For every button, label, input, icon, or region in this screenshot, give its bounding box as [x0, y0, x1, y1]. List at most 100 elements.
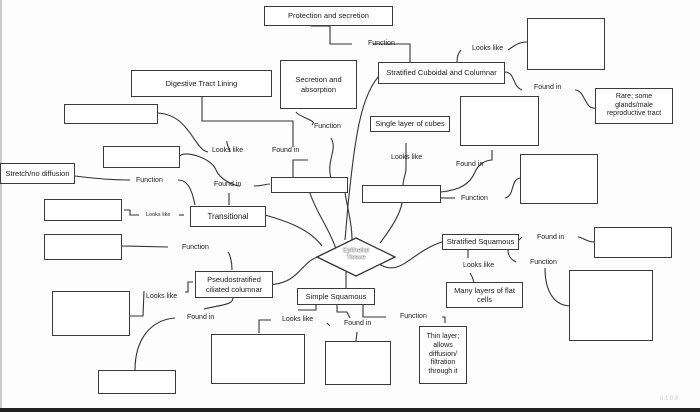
label-found-in: Found in	[214, 181, 242, 188]
label-found-in: Found in	[537, 234, 565, 241]
node-text: Pseudostratified ciliated columnar	[205, 275, 263, 294]
center-diamond-shape	[316, 237, 396, 277]
node-text: Thin layer; allows diffusion/ filtration…	[426, 333, 460, 376]
blank-box-found-in-simple-cuboidal[interactable]	[460, 96, 539, 146]
connector	[309, 192, 337, 250]
connector	[201, 97, 294, 147]
node-text: Stretch/no diffusion	[5, 168, 70, 178]
node-text: Protection and secretion	[288, 11, 369, 21]
label-function: Function	[530, 259, 557, 266]
connector	[442, 316, 446, 323]
watermark: 0.1.0.0	[660, 396, 679, 402]
connector	[311, 25, 352, 45]
connector	[185, 281, 193, 293]
connector	[577, 236, 595, 243]
connector	[469, 272, 475, 284]
label-found-in: Found in	[344, 320, 372, 327]
connector	[336, 305, 351, 319]
blank-box-looks-like-stratified-cuboidal[interactable]	[527, 18, 605, 70]
label-function: Function	[136, 177, 163, 184]
connector	[329, 137, 334, 179]
connector	[344, 71, 384, 241]
node-stratified-cuboidal-columnar: Stratified Cuboidal and Columnar	[378, 62, 505, 84]
blank-box-looks-like-pseudostratified[interactable]	[52, 291, 130, 336]
connector	[574, 89, 596, 109]
node-pseudostratified: Pseudostratified ciliated columnar	[195, 271, 273, 298]
node-text: Secretion and absorption	[295, 75, 342, 94]
connector	[373, 43, 411, 62]
connector	[402, 143, 407, 187]
connector	[177, 179, 196, 206]
node-digestive-tract-lining: Digestive Tract Lining	[131, 70, 272, 97]
connector	[74, 175, 131, 181]
blank-box-function-pseudostratified[interactable]	[44, 234, 122, 260]
connector	[264, 256, 319, 286]
connector	[226, 140, 231, 153]
blank-box-found-in-stratified-squamous[interactable]	[594, 227, 672, 258]
center-title-line1: Epithelial	[342, 247, 370, 254]
blank-box-simple-columnar-name[interactable]	[271, 177, 348, 193]
node-many-layers-flat-cells: Many layers of flat cells	[446, 282, 523, 308]
connector	[121, 245, 169, 248]
bottom-border	[0, 408, 700, 412]
node-text: Simple Squamous	[305, 291, 367, 301]
node-text: Stratified Cuboidal and Columnar	[386, 68, 497, 78]
node-thin-layer: Thin layer; allows diffusion/ filtration…	[419, 326, 467, 384]
connector	[298, 305, 317, 311]
blank-box-found-in-pseudostratified[interactable]	[98, 370, 176, 394]
node-text: Stratified Squamous	[446, 237, 515, 247]
blank-box-simple-cuboidal-name[interactable]	[362, 185, 441, 203]
label-found-in: Found in	[187, 314, 215, 321]
label-function: Function	[314, 123, 341, 130]
connector	[507, 249, 517, 263]
connector	[295, 111, 314, 126]
connector	[544, 267, 571, 307]
blank-box-looks-like-simple-columnar[interactable]	[64, 104, 158, 124]
label-function: Function	[400, 313, 427, 320]
node-text: Many layers of flat cells	[454, 285, 515, 304]
label-looks-like: Looks like	[212, 147, 244, 154]
connector	[124, 209, 139, 216]
connector	[362, 305, 386, 318]
node-stratified-squamous: Stratified Squamous	[442, 234, 519, 250]
connector	[326, 322, 331, 327]
connector	[375, 241, 443, 269]
blank-box-transitional-looks-like[interactable]	[44, 199, 122, 221]
connector	[203, 297, 234, 310]
connector	[179, 153, 241, 187]
connector	[258, 319, 271, 333]
node-stretch-no-diffusion: Stretch/no diffusion	[0, 163, 75, 184]
label-looks-like: Looks like	[391, 154, 423, 161]
node-secretion-absorption: Secretion and absorption	[280, 60, 357, 109]
label-found-in: Found in	[534, 84, 562, 91]
center-title-line2: Tissue	[346, 254, 366, 262]
connector	[227, 251, 233, 271]
label-function: Function	[368, 40, 395, 47]
node-transitional: Transitional	[190, 206, 266, 227]
label-function: Function	[182, 244, 209, 251]
connector	[130, 290, 145, 317]
label-looks-like: Looks like	[146, 212, 171, 218]
page-edge	[0, 0, 2, 412]
connector	[157, 112, 209, 153]
connector	[344, 192, 353, 241]
connector	[264, 214, 323, 247]
blank-box-function-simple-cuboidal[interactable]	[520, 154, 598, 204]
blank-box-looks-like-transitional[interactable]	[103, 146, 180, 168]
node-text: Digestive Tract Lining	[165, 78, 238, 88]
node-text: Transitional	[207, 211, 249, 221]
blank-box-found-in-simple-squamous[interactable]	[325, 341, 391, 385]
connector	[518, 236, 523, 241]
blank-box-function-stratified-squamous[interactable]	[569, 270, 653, 341]
center-title: Epithelial Tissue	[336, 247, 376, 262]
connector	[292, 159, 308, 178]
node-protection-secretion: Protection and secretion	[264, 6, 393, 26]
label-function: Function	[461, 195, 488, 202]
node-text: Single layer of cubes	[375, 119, 445, 129]
connector	[507, 41, 528, 51]
label-looks-like: Looks like	[463, 262, 495, 269]
blank-box-looks-like-simple-squamous[interactable]	[211, 334, 305, 384]
label-looks-like: Looks like	[472, 45, 504, 52]
